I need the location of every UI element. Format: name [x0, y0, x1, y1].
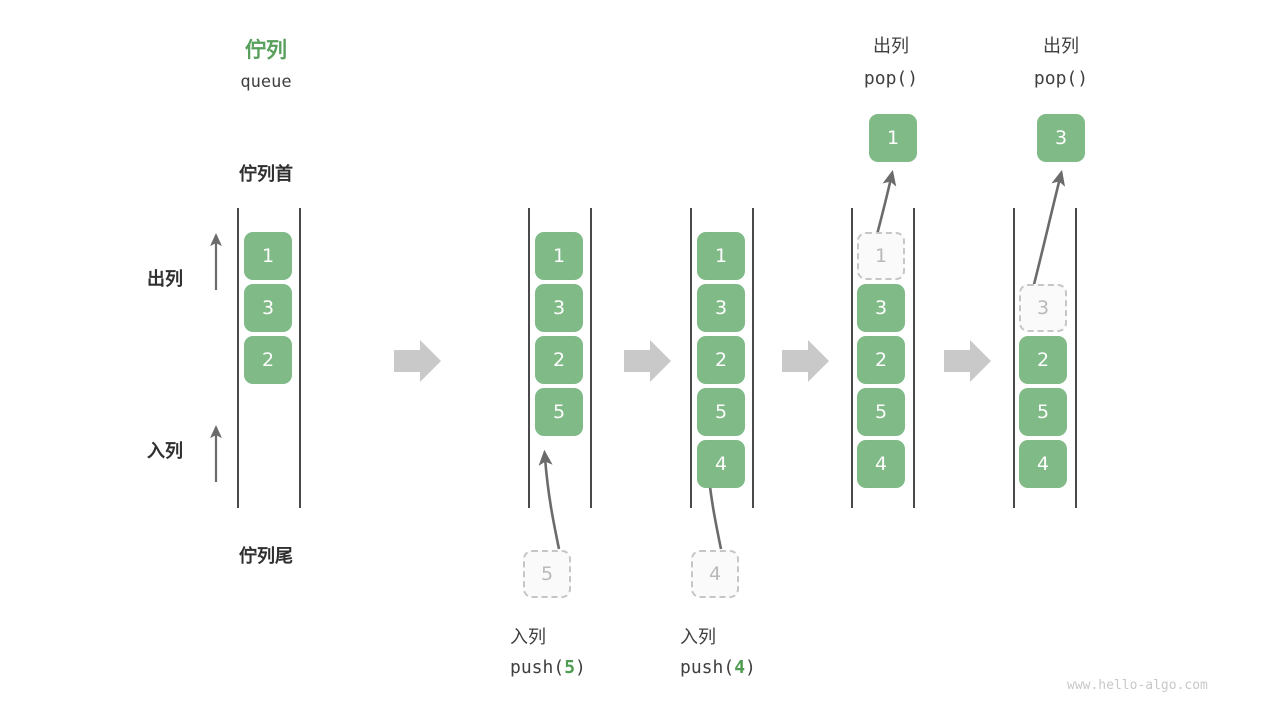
queue-cell: 2 [535, 336, 583, 384]
push-5-paren: ) [575, 657, 586, 678]
transition-arrow-4 [944, 340, 991, 382]
queue-cell: 4 [1019, 440, 1067, 488]
push-5-caption-cn: 入列 [510, 627, 546, 648]
queue-popped-cell: 3 [1037, 114, 1085, 162]
transition-arrow-1 [394, 340, 441, 382]
page-title-cn: 佇列 [245, 38, 287, 62]
dequeue-label: 出列 [147, 269, 183, 290]
pop-1-caption-cn: 出列 [873, 36, 909, 57]
transition-arrow-3 [782, 340, 829, 382]
push-4-fn: push( [680, 657, 735, 678]
queue-cell: 3 [244, 284, 292, 332]
queue-rail-left [851, 208, 853, 508]
queue-cell-new: 5 [535, 388, 583, 436]
push-4-caption-cn: 入列 [680, 627, 716, 648]
queue-incoming-ghost-cell: 5 [523, 550, 571, 598]
queue-cell: 1 [697, 232, 745, 280]
queue-cell: 3 [535, 284, 583, 332]
queue-cell: 1 [244, 232, 292, 280]
pop-3-caption-code: pop() [1033, 68, 1089, 89]
transition-arrow-2 [624, 340, 671, 382]
site-watermark: www.hello-algo.com [1067, 678, 1208, 693]
queue-cell-removed: 3 [1019, 284, 1067, 332]
queue-rail-left [528, 208, 530, 508]
queue-cell: 2 [244, 336, 292, 384]
queue-cell: 5 [697, 388, 745, 436]
page-title-en: queue [240, 72, 292, 92]
queue-cell: 2 [1019, 336, 1067, 384]
queue-cell: 5 [1019, 388, 1067, 436]
queue-incoming-ghost-cell: 4 [691, 550, 739, 598]
queue-popped-cell: 1 [869, 114, 917, 162]
queue-cell: 3 [857, 284, 905, 332]
queue-rail-left [237, 208, 239, 508]
pop-1-caption-code: pop() [863, 68, 919, 89]
queue-rail-left [690, 208, 692, 508]
queue-rail-right [590, 208, 592, 508]
queue-cell: 5 [857, 388, 905, 436]
push-5-arrow [538, 449, 561, 550]
queue-rail-right [913, 208, 915, 508]
queue-cell-new: 4 [697, 440, 745, 488]
queue-cell: 3 [697, 284, 745, 332]
push-4-caption-code: push(4) [648, 657, 850, 678]
push-5-fn: push( [510, 657, 565, 678]
enqueue-label: 入列 [147, 441, 183, 462]
queue-rail-left [1013, 208, 1015, 508]
pop-3-arrow [1028, 169, 1066, 301]
queue-rail-right [752, 208, 754, 508]
queue-rail-right [1075, 208, 1077, 508]
push-4-paren: ) [745, 657, 756, 678]
queue-cell: 1 [535, 232, 583, 280]
queue-cell: 2 [697, 336, 745, 384]
queue-rail-right [299, 208, 301, 508]
queue-head-label: 佇列首 [239, 164, 293, 185]
push-4-arg: 4 [734, 657, 746, 678]
pop-3-caption-cn: 出列 [1043, 36, 1079, 57]
queue-cell: 2 [857, 336, 905, 384]
push-5-caption-code: push(5) [478, 657, 680, 678]
queue-tail-label: 佇列尾 [239, 546, 293, 567]
queue-cell-removed: 1 [857, 232, 905, 280]
queue-cell: 4 [857, 440, 905, 488]
push-5-arg: 5 [564, 657, 576, 678]
